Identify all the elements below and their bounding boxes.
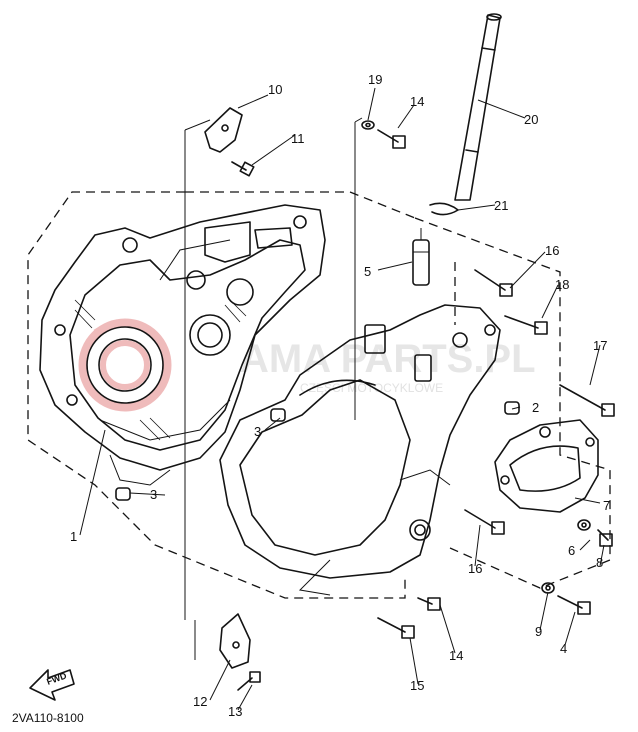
clip (429, 202, 459, 216)
callout-11: 11 (291, 131, 305, 146)
callout-8: 4 (560, 641, 567, 656)
callout-21: 21 (494, 198, 508, 213)
callout-14-upper: 14 (410, 94, 424, 109)
callout-5: 6 (568, 543, 575, 558)
bolt-14-upper (377, 129, 406, 149)
crankcase-hatching (74, 299, 247, 441)
bolt-6 (597, 529, 613, 547)
callout-2: 2 (532, 400, 539, 415)
callout-1: 1 (70, 529, 77, 544)
diagram-code: 2VA110-8100 (12, 711, 84, 725)
breather-hose (454, 13, 502, 201)
callout-3-lower: 3 (150, 487, 157, 502)
bolt-16-upper (474, 269, 513, 297)
callout-16-upper: 16 (545, 243, 559, 258)
callout-13: 13 (228, 704, 242, 719)
fasteners (115, 120, 615, 691)
assembly-outline-left (27, 191, 416, 599)
callout-20: 20 (524, 112, 538, 127)
crankcase-right-half (219, 304, 501, 596)
plate-upper (204, 107, 243, 153)
callout-17: 17 (593, 338, 607, 353)
leader-lines (79, 87, 605, 711)
bolt-18 (504, 315, 548, 335)
watermark-logo (78, 318, 172, 412)
crankcase-cover (494, 419, 599, 513)
callout-3-upper: 3 (254, 424, 261, 439)
assembly-outline-right (414, 217, 611, 589)
screw-11 (231, 161, 255, 177)
callout-16-lower: 16 (468, 561, 482, 576)
callout-4: 5 (364, 264, 371, 279)
bolt-14-lower (417, 597, 441, 611)
washer-19 (361, 120, 375, 130)
dowel-3-upper (270, 408, 286, 422)
screw-13 (237, 671, 261, 691)
callout-12: 12 (193, 694, 207, 709)
callout-6: 8 (596, 555, 603, 570)
bolt-17 (559, 384, 615, 417)
watermark: AMA PARTS.PL CZĘŚCI MOTOCYKLOWE (78, 318, 536, 412)
crankcase-left-half (39, 204, 326, 486)
callout-19: 19 (368, 72, 382, 87)
fwd-arrow-icon: FWD (29, 669, 75, 701)
callout-10: 10 (268, 82, 282, 97)
callout-14-lower: 14 (449, 648, 463, 663)
bolt-16-lower (464, 509, 505, 535)
dowel-3-lower (115, 487, 131, 501)
plate-lower (219, 613, 251, 669)
bolt-15 (377, 617, 415, 639)
watermark-text: AMA PARTS.PL (240, 337, 536, 381)
washer-5 (577, 519, 591, 531)
callout-18: 18 (555, 277, 569, 292)
breather-fitting (412, 228, 430, 286)
callout-labels: 10 11 19 14 20 21 5 16 18 17 2 3 3 7 6 8… (70, 72, 610, 719)
washer-9 (541, 582, 555, 594)
dowel-2 (504, 401, 520, 415)
bolt-8 (557, 595, 591, 615)
callout-15: 15 (410, 678, 424, 693)
callout-7: 7 (603, 498, 610, 513)
callout-9: 9 (535, 624, 542, 639)
